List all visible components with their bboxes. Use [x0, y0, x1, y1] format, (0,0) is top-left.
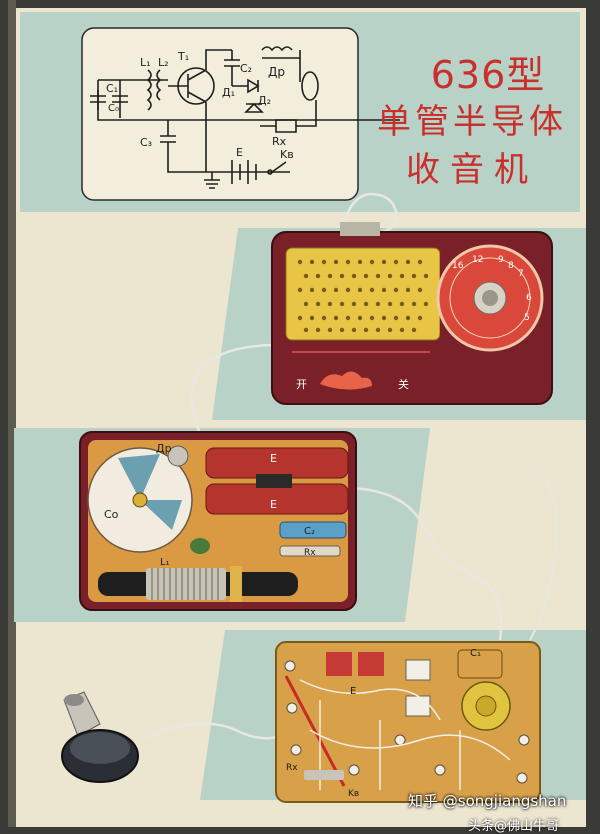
schem-label-kb: Kв: [280, 148, 294, 161]
antenna-wire: [340, 192, 398, 234]
schem-label-c0: C₀: [108, 103, 119, 114]
svg-text:C₂: C₂: [304, 526, 315, 537]
dial-number-16: 16: [452, 261, 464, 271]
connecting-wire-3: [529, 469, 558, 641]
schem-label-c3: C₃: [140, 136, 152, 149]
schem-label-e: E: [236, 146, 243, 159]
circuit-board: C₁ E Rx Kв: [275, 641, 541, 803]
earphone: [61, 691, 139, 783]
dial-number-8: 8: [508, 261, 514, 271]
schem-label-t1: T₁: [177, 50, 189, 63]
title-line1: 单管半导体: [377, 102, 567, 142]
battery-bottom: [205, 483, 349, 515]
power-switch: [320, 371, 372, 390]
svg-text:E: E: [270, 452, 277, 465]
dial-number-6: 6: [526, 293, 532, 303]
speaker-grille-holes: [297, 259, 429, 333]
dial-number-5: 5: [524, 313, 530, 323]
radio-interior: Дp E E Co C₂ Rx L₁: [79, 431, 357, 611]
schem-label-rx: Rx: [272, 135, 287, 148]
dial-number-12: 12: [472, 255, 483, 265]
schem-label-d2: Д₂: [258, 94, 271, 107]
svg-text:C₁: C₁: [470, 648, 481, 659]
dial-number-9: 9: [498, 255, 504, 265]
svg-text:L₁: L₁: [160, 557, 170, 568]
schem-label-d1: Д₁: [222, 86, 235, 99]
switch-label-left: 开: [296, 378, 307, 391]
svg-text:Rx: Rx: [286, 763, 298, 773]
page-shadow-edge: [8, 0, 16, 827]
svg-text:Rx: Rx: [304, 548, 316, 558]
watermark-toutiao: 头条@佛山牛哥: [468, 819, 560, 834]
svg-text:E: E: [350, 686, 356, 697]
switch-label-right: 关: [398, 377, 409, 391]
capacitor-c2: [279, 521, 347, 539]
schem-label-c2: C₂: [240, 62, 252, 75]
circuit-schematic: C₁ C₀ L₁ L₂ T₁ C₂ Дp Д₁ Д₂ C₃ Rx E Kв: [81, 27, 400, 201]
svg-text:Дp: Дp: [156, 442, 172, 455]
connecting-wire-2: [349, 486, 503, 641]
title-model: 636型: [430, 53, 546, 97]
schem-label-c1: C₁: [106, 82, 118, 95]
schem-label-l1: L₁: [140, 56, 151, 69]
svg-text:Co: Co: [104, 508, 119, 521]
schem-label-l2: L₂: [158, 56, 169, 69]
connecting-wire-4: [139, 722, 281, 742]
watermark-zhihu: 知乎 @songjiangshan: [408, 792, 567, 810]
schem-label-dp: Дp: [268, 65, 285, 79]
svg-text:Kв: Kв: [348, 789, 359, 799]
title-line2: 收音机: [406, 150, 538, 190]
battery-top: [205, 447, 349, 479]
svg-text:E: E: [270, 498, 277, 511]
resistor-rx: [279, 545, 341, 557]
dial-number-7: 7: [518, 269, 524, 279]
radio-exterior: [271, 222, 553, 405]
